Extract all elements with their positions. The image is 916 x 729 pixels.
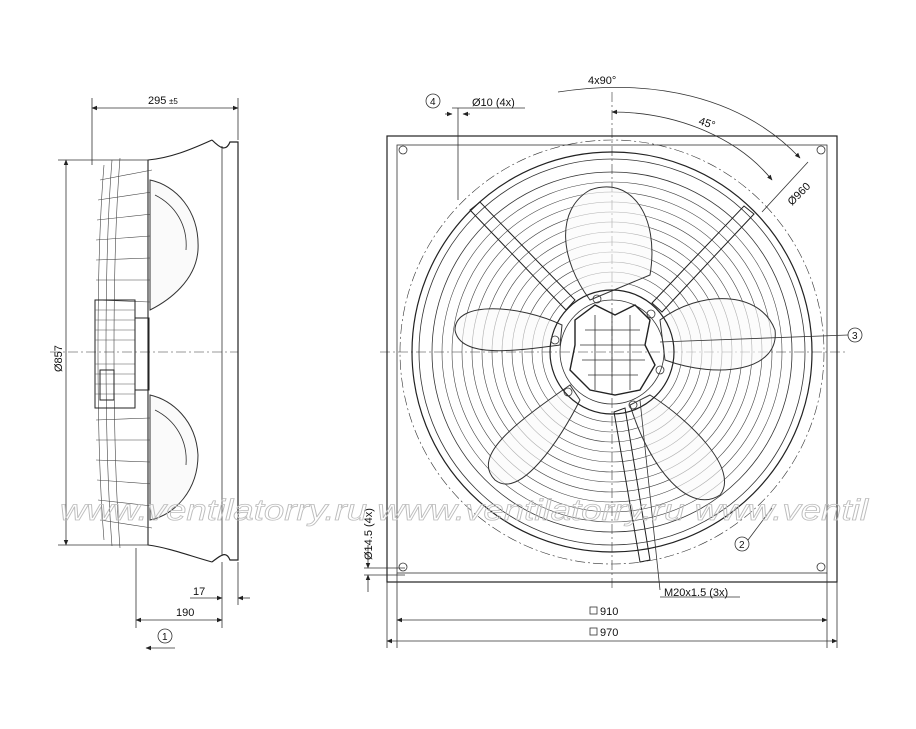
side-flange <box>211 139 239 563</box>
side-casing <box>147 139 213 563</box>
callout-1: 1 <box>162 632 168 643</box>
dim-thread: M20x1.5 (3x) <box>664 587 728 599</box>
dim-outer-square: 970 <box>600 627 618 639</box>
callout-3-circle <box>847 327 863 343</box>
angle-arc-90 <box>557 87 801 159</box>
angle-arc-45 <box>611 109 773 181</box>
dim-bolt-circle: Ø960 <box>786 181 814 209</box>
callout-4-circle <box>425 93 441 109</box>
side-view: 295 ±5 Ø857 17 190 1 <box>50 95 250 651</box>
side-terminal-box <box>99 369 115 401</box>
watermark: www.ventilatorry.ru www.ventilatorry.ru … <box>60 494 870 527</box>
support-struts <box>469 201 755 563</box>
dim-angle-half: 45° <box>697 115 717 132</box>
callout-2-circle <box>734 536 750 552</box>
dim-depth: 295 <box>148 95 166 107</box>
callout-2: 2 <box>739 540 745 551</box>
side-motor <box>94 299 136 409</box>
side-grill <box>95 157 153 549</box>
dim-hole-small: Ø10 (4x) <box>472 97 515 109</box>
corner-holes <box>398 145 826 572</box>
side-blade-lower <box>149 394 199 521</box>
dim-mount-depth: 190 <box>176 607 194 619</box>
dim-angle-pattern: 4x90° <box>588 75 616 87</box>
callout-3: 3 <box>852 331 858 342</box>
dim-depth-tolerance: ±5 <box>169 97 178 106</box>
dim-hole-large: Ø14.5 (4x) <box>363 508 375 560</box>
callout-4: 4 <box>430 97 436 108</box>
dim-diameter: Ø857 <box>53 345 65 372</box>
front-view: Ø10 (4x) 4 4x90° 45° Ø960 Ø14.5 (4x) 3 2… <box>363 75 863 648</box>
callout-3-leader <box>659 334 849 343</box>
dim-flange: 17 <box>193 586 205 598</box>
impeller-blades <box>454 186 776 501</box>
motor-hub <box>569 304 656 396</box>
side-blade-upper <box>149 179 199 311</box>
thread-leader <box>639 399 661 591</box>
callout-1-circle <box>157 628 173 644</box>
dim-inner-square: 910 <box>600 606 618 618</box>
motor-hub-outer <box>549 289 675 415</box>
hub-bolts <box>550 294 665 410</box>
